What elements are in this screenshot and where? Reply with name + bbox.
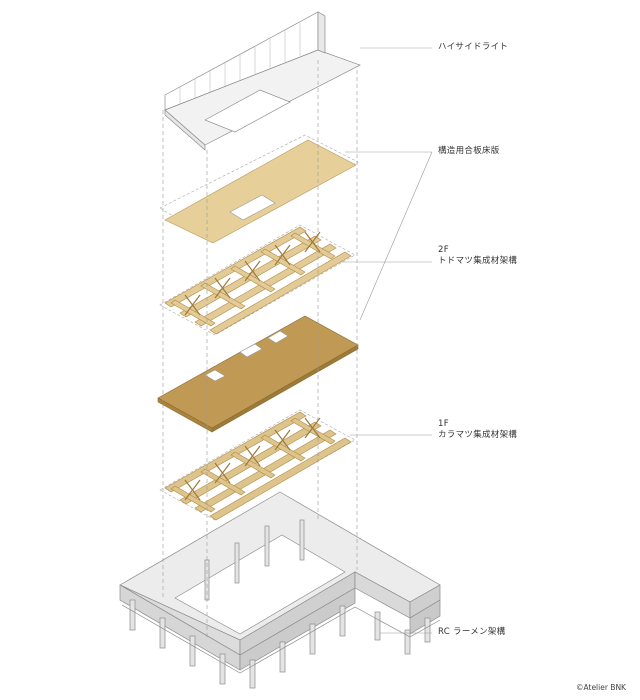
floor2-plywood-slab — [157, 315, 359, 433]
label-floor1-level: 1F — [438, 419, 449, 429]
copyright-notice: ©Atelier BNK — [576, 683, 626, 692]
rc-frame — [119, 491, 441, 689]
label-rc-frame: RC ラーメン架構 — [438, 627, 506, 637]
label-structural-plywood-floor: 構造用合板床版 — [438, 146, 500, 156]
label-floor1-frame: カラマツ集成材架構 — [438, 430, 518, 440]
alignment-dashed-lines — [162, 60, 358, 640]
floor2-todomatsu-timber-frame — [159, 224, 356, 336]
label-high-side-light: ハイサイドライト — [438, 42, 509, 52]
floor1-larch-timber-frame — [159, 409, 356, 521]
label-floor2-frame: トドマツ集成材架構 — [438, 256, 518, 266]
high-side-light-roof — [164, 11, 361, 151]
structural-plywood-floor — [159, 134, 359, 244]
label-floor2-level: 2F — [438, 245, 449, 255]
leader-lines — [340, 47, 433, 634]
